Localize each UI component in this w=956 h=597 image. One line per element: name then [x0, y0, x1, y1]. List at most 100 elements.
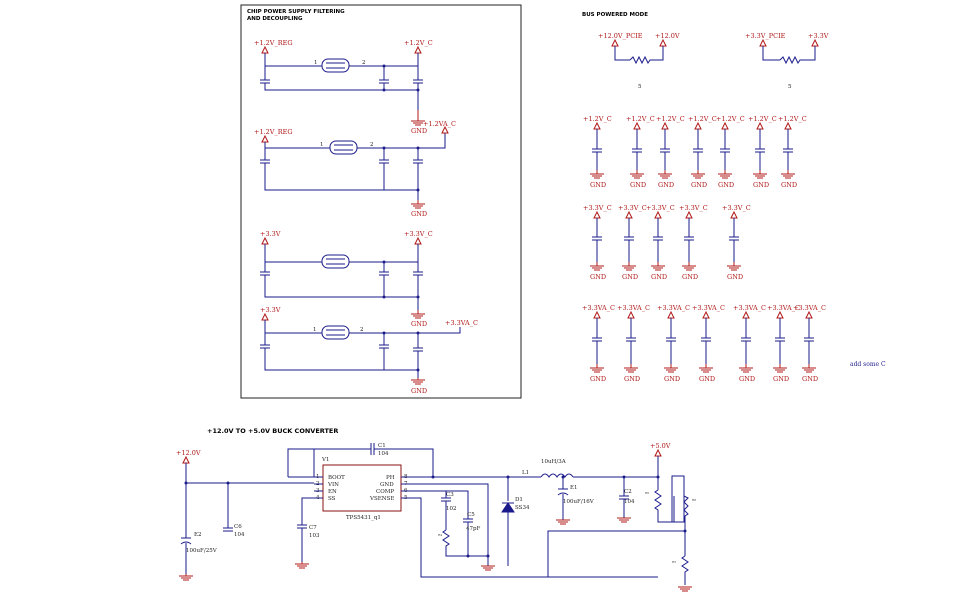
e2-value: 100uF/25V — [186, 548, 218, 554]
bus-powered-block: BUS POWERED MODE +12.0V_PCIE +12.0V 5 +3… — [582, 12, 886, 383]
power-arrow-icon — [811, 38, 819, 47]
ferrite-pin2: 2 — [370, 142, 374, 148]
net-label-v12-c: +1.2V_C — [404, 39, 433, 47]
gnd-label: GND — [411, 320, 427, 328]
net-label-v33: +3.3V — [260, 230, 281, 238]
resistor-icon — [629, 46, 664, 65]
ground-icon — [556, 519, 570, 525]
resistor-icon — [779, 46, 816, 65]
ferrite-pin1: 1 — [314, 60, 318, 66]
ferrite-pin2: 2 — [360, 327, 364, 333]
gnd-label: GND — [624, 375, 640, 383]
pin-right-3: COMP — [376, 489, 394, 495]
filtering-frame — [240, 4, 522, 399]
gnd-label: GND — [727, 273, 743, 281]
net-label-v33-c: +3.3V_C — [722, 204, 751, 212]
ferrite-pin1: 1 — [313, 327, 317, 333]
power-arrow-icon — [414, 236, 422, 245]
net-label-v33va-c: +3.3VA_C — [445, 319, 478, 327]
net-label-v12-reg: +1.2V_REG — [254, 128, 293, 136]
net-label-v33-c: +3.3V_C — [583, 204, 612, 212]
resistor-icon — [442, 529, 488, 557]
bus-powered-title: BUS POWERED MODE — [582, 12, 648, 18]
net-label-v50: +5.0V — [650, 442, 671, 450]
e2-ref: E2 — [194, 532, 202, 538]
net-label-v33va-c: +3.3VA_C — [617, 304, 650, 312]
power-arrow-icon — [654, 448, 662, 457]
net-label-v33va-c: +3.3VA_C — [657, 304, 690, 312]
power-arrow-icon — [261, 236, 269, 245]
d1-ref: D1 — [515, 497, 523, 503]
gnd-label: GND — [802, 375, 818, 383]
gnd-label: GND — [411, 387, 427, 395]
pin-left-3: EN — [328, 489, 337, 495]
ground-icon — [411, 110, 425, 126]
net-label-v33-c: +3.3V_C — [618, 204, 647, 212]
gnd-label: GND — [651, 273, 667, 281]
ic-name: V1 — [321, 457, 329, 463]
power-arrow-icon — [611, 38, 619, 47]
res-value-label: 5 — [788, 84, 792, 90]
ground-icon — [295, 562, 309, 569]
c7-ref: C7 — [309, 525, 317, 531]
net-label-v33-pcie: +3.3V_PCIE — [745, 32, 786, 40]
ground-icon — [678, 586, 692, 592]
c7-value: 103 — [309, 533, 320, 539]
ground-icon — [617, 517, 631, 523]
res-value-label: 5 — [638, 84, 642, 90]
ground-icon — [411, 310, 425, 319]
filter-section-1: +1.2V_REG +1.2V_C 1 2 GND — [254, 39, 433, 135]
net-label-v12va-c: +1.2VA_C — [423, 120, 456, 128]
l1-value: 10uH/3A — [541, 459, 567, 465]
gnd-label: GND — [411, 127, 427, 135]
ground-icon — [411, 200, 425, 209]
resistor-icon — [683, 495, 689, 556]
e1-ref: E1 — [570, 485, 578, 491]
net-label-v12-c: +1.2V_C — [583, 115, 612, 123]
svg-text:R6: R6 — [645, 491, 649, 495]
ferrite-bead-icon — [321, 58, 350, 73]
c1-ref: C1 — [378, 443, 386, 449]
svg-text:R8: R8 — [692, 498, 696, 502]
ground-icon — [179, 574, 193, 581]
net-label-v12-c: +1.2V_C — [688, 115, 717, 123]
gnd-label: GND — [590, 375, 606, 383]
net-label-v12-c: +1.2V_C — [748, 115, 777, 123]
power-arrow-icon — [759, 38, 767, 47]
power-arrow-icon — [261, 45, 269, 54]
svg-text:R5: R5 — [672, 560, 676, 564]
net-label-v12-c: +1.2V_C — [656, 115, 685, 123]
c2-value: 104 — [624, 499, 635, 505]
pin-right-1: PH — [386, 475, 395, 481]
buck-title: +12.0V TO +5.0V BUCK CONVERTER — [207, 427, 338, 435]
l1-ref: L1 — [522, 470, 529, 476]
d1-value: SS34 — [515, 505, 530, 511]
gnd-label: GND — [664, 375, 680, 383]
inductor-icon — [540, 473, 574, 478]
note-add-caps: add some C — [850, 361, 886, 368]
ground-icon — [411, 378, 425, 385]
net-label-v33va-c: +3.3VA_C — [582, 304, 615, 312]
e1-value: 100uF/16V — [563, 499, 595, 505]
filter-section-2: +1.2V_REG +1.2VA_C 1 2 GND — [254, 120, 456, 218]
gnd-label: GND — [739, 375, 755, 383]
gnd-label: GND — [590, 181, 606, 189]
net-label-v12-c: +1.2V_C — [778, 115, 807, 123]
gnd-label: GND — [691, 181, 707, 189]
decap-row-1: +1.2V_C GND +1.2V_C GND +1.2V_C GND +1.2… — [583, 115, 807, 189]
gnd-label: GND — [682, 273, 698, 281]
net-label-v33va-c: +3.3VA_C — [733, 304, 766, 312]
filtering-block: CHIP POWER SUPPLY FILTERING AND DECOUPLI… — [240, 4, 522, 399]
net-label-v33: +3.3V — [260, 306, 281, 314]
led-indicator — [671, 475, 685, 523]
pin-left-2: VIN — [327, 482, 339, 488]
gnd-label: GND — [658, 181, 674, 189]
filtering-title-line1: CHIP POWER SUPPLY FILTERING — [247, 9, 345, 15]
net-label-v33-c: +3.3V_C — [646, 204, 675, 212]
net-label-v33-c: +3.3V_C — [404, 230, 433, 238]
filtering-title-line2: AND DECOUPLING — [247, 16, 303, 22]
resistor-icon — [681, 555, 689, 585]
gnd-label: GND — [773, 375, 789, 383]
gnd-label: GND — [718, 181, 734, 189]
